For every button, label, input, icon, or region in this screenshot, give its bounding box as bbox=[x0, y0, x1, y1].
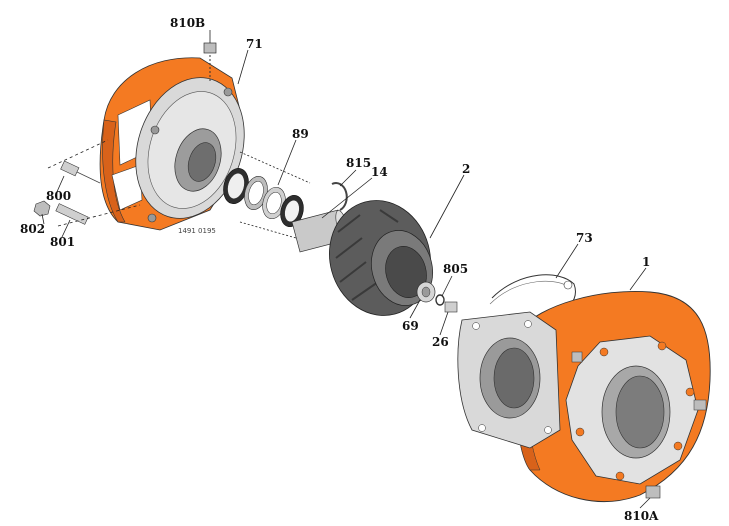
callout-89: 89 bbox=[292, 127, 309, 141]
leader-lines bbox=[41, 30, 651, 509]
callout-810A: 810A bbox=[624, 509, 659, 523]
pump-casing-1 bbox=[457, 290, 711, 502]
callout-810B: 810B bbox=[170, 16, 205, 30]
part-number-stamp: 1491 0195 bbox=[178, 227, 216, 235]
stud-801 bbox=[55, 203, 89, 225]
callout-815: 815 bbox=[346, 156, 371, 170]
screw-26 bbox=[444, 301, 458, 313]
callout-800: 800 bbox=[46, 189, 71, 203]
callout-2: 2 bbox=[462, 162, 470, 176]
callout-69: 69 bbox=[402, 319, 419, 333]
callout-71: 71 bbox=[246, 37, 263, 51]
stud-800 bbox=[60, 160, 101, 184]
callout-26: 26 bbox=[432, 335, 449, 349]
washer-805 bbox=[435, 294, 445, 306]
callout-802: 802 bbox=[20, 222, 45, 236]
callout-801: 801 bbox=[50, 235, 75, 249]
callout-73: 73 bbox=[576, 231, 593, 245]
impeller-2 bbox=[329, 200, 433, 316]
callout-14: 14 bbox=[371, 165, 388, 179]
adapter-71 bbox=[99, 57, 245, 231]
callout-labels: 810B 71 89 815 14 2 800 802 801 73 1 805… bbox=[20, 16, 659, 523]
retaining-ring-815 bbox=[331, 182, 348, 211]
callout-1: 1 bbox=[642, 255, 650, 269]
impeller-nut-69 bbox=[416, 281, 436, 303]
nut-802 bbox=[33, 200, 51, 217]
plug-810A bbox=[645, 485, 661, 499]
mechanical-seal-89 bbox=[223, 151, 311, 243]
callout-805: 805 bbox=[443, 262, 468, 276]
